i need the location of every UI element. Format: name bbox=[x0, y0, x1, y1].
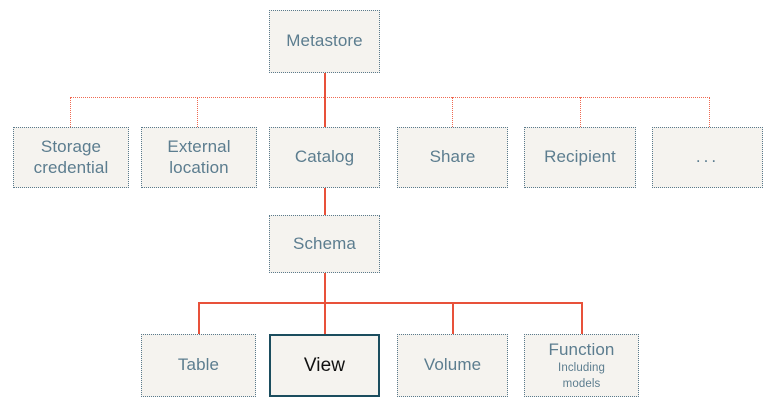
node-external-location[interactable]: External location bbox=[141, 127, 257, 188]
node-function-label: Function bbox=[548, 339, 615, 359]
node-volume-label: Volume bbox=[423, 355, 482, 375]
connector-drop-external-location bbox=[197, 97, 198, 127]
connector-drop-view bbox=[324, 302, 326, 334]
connector-catalog-to-schema bbox=[324, 188, 326, 216]
node-catalog[interactable]: Catalog bbox=[269, 127, 380, 188]
node-schema[interactable]: Schema bbox=[269, 215, 380, 273]
node-function-sublabel-line2: models bbox=[562, 377, 601, 390]
connector-drop-share bbox=[452, 97, 453, 127]
node-schema-label: Schema bbox=[293, 233, 356, 253]
node-storage-credential-label-line1: Storage bbox=[40, 136, 102, 156]
connector-drop-storage-credential bbox=[70, 97, 71, 127]
node-external-location-label-line2: location bbox=[169, 157, 229, 177]
connector-drop-more bbox=[709, 97, 710, 127]
node-metastore[interactable]: Metastore bbox=[269, 10, 380, 73]
connector-drop-volume bbox=[452, 302, 454, 334]
node-more[interactable]: ... bbox=[652, 127, 763, 188]
node-function-sublabel-line1: Including bbox=[558, 362, 605, 375]
node-function[interactable]: Function Including models bbox=[524, 334, 639, 397]
node-storage-credential-label-line2: credential bbox=[33, 157, 109, 177]
node-share-label: Share bbox=[429, 147, 476, 167]
node-volume[interactable]: Volume bbox=[397, 334, 508, 397]
node-metastore-label: Metastore bbox=[286, 31, 363, 51]
node-more-label: ... bbox=[695, 147, 720, 167]
connector-drop-recipient bbox=[580, 97, 581, 127]
node-recipient-label: Recipient bbox=[544, 147, 616, 167]
node-external-location-label-line1: External bbox=[167, 136, 231, 156]
connector-schema-bus bbox=[198, 302, 582, 304]
node-view-label: View bbox=[303, 354, 346, 376]
node-table[interactable]: Table bbox=[141, 334, 256, 397]
node-share[interactable]: Share bbox=[397, 127, 508, 188]
connector-drop-function bbox=[581, 302, 583, 334]
node-storage-credential[interactable]: Storage credential bbox=[13, 127, 129, 188]
connector-drop-catalog bbox=[324, 97, 326, 127]
connector-drop-table bbox=[198, 302, 200, 334]
connector-metastore-bus bbox=[70, 97, 710, 98]
node-view[interactable]: View bbox=[269, 334, 380, 397]
connector-schema-stem bbox=[324, 273, 326, 303]
node-table-label: Table bbox=[177, 355, 220, 375]
node-recipient[interactable]: Recipient bbox=[524, 127, 636, 188]
connector-metastore-stem bbox=[324, 73, 326, 98]
node-catalog-label: Catalog bbox=[294, 147, 355, 167]
